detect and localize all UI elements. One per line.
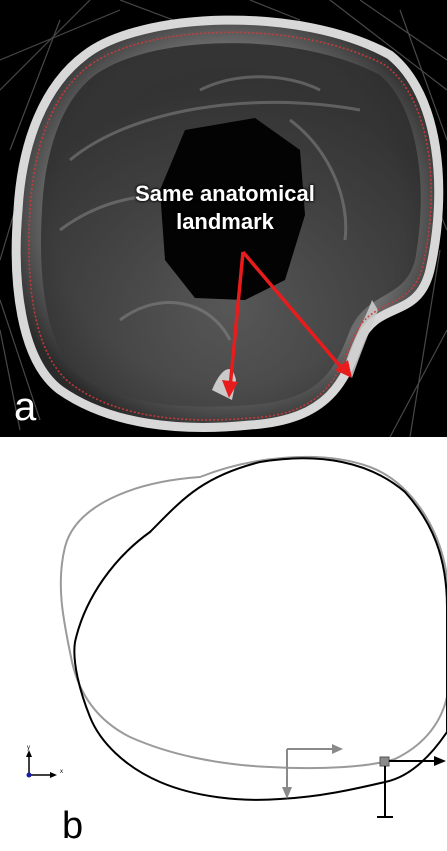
black-landmark-axes <box>377 756 446 817</box>
gray-contour <box>61 457 447 768</box>
axis-y-label: y <box>27 745 30 751</box>
panel-b-contours: y x b <box>0 437 447 851</box>
panel-label-b: b <box>62 807 83 845</box>
panel-label-a: a <box>14 387 36 427</box>
landmark-annotation: Same anatomical landmark <box>110 180 340 236</box>
coordinate-axes-icon <box>26 750 57 778</box>
panel-b-canvas <box>0 437 447 851</box>
annotation-line-1: Same anatomical <box>110 180 340 208</box>
black-contour <box>74 458 447 800</box>
gray-landmark-axes <box>282 744 343 799</box>
panel-a-image: Same anatomical landmark a <box>0 0 447 437</box>
axis-x-label: x <box>60 769 63 775</box>
annotation-line-2: landmark <box>110 208 340 236</box>
